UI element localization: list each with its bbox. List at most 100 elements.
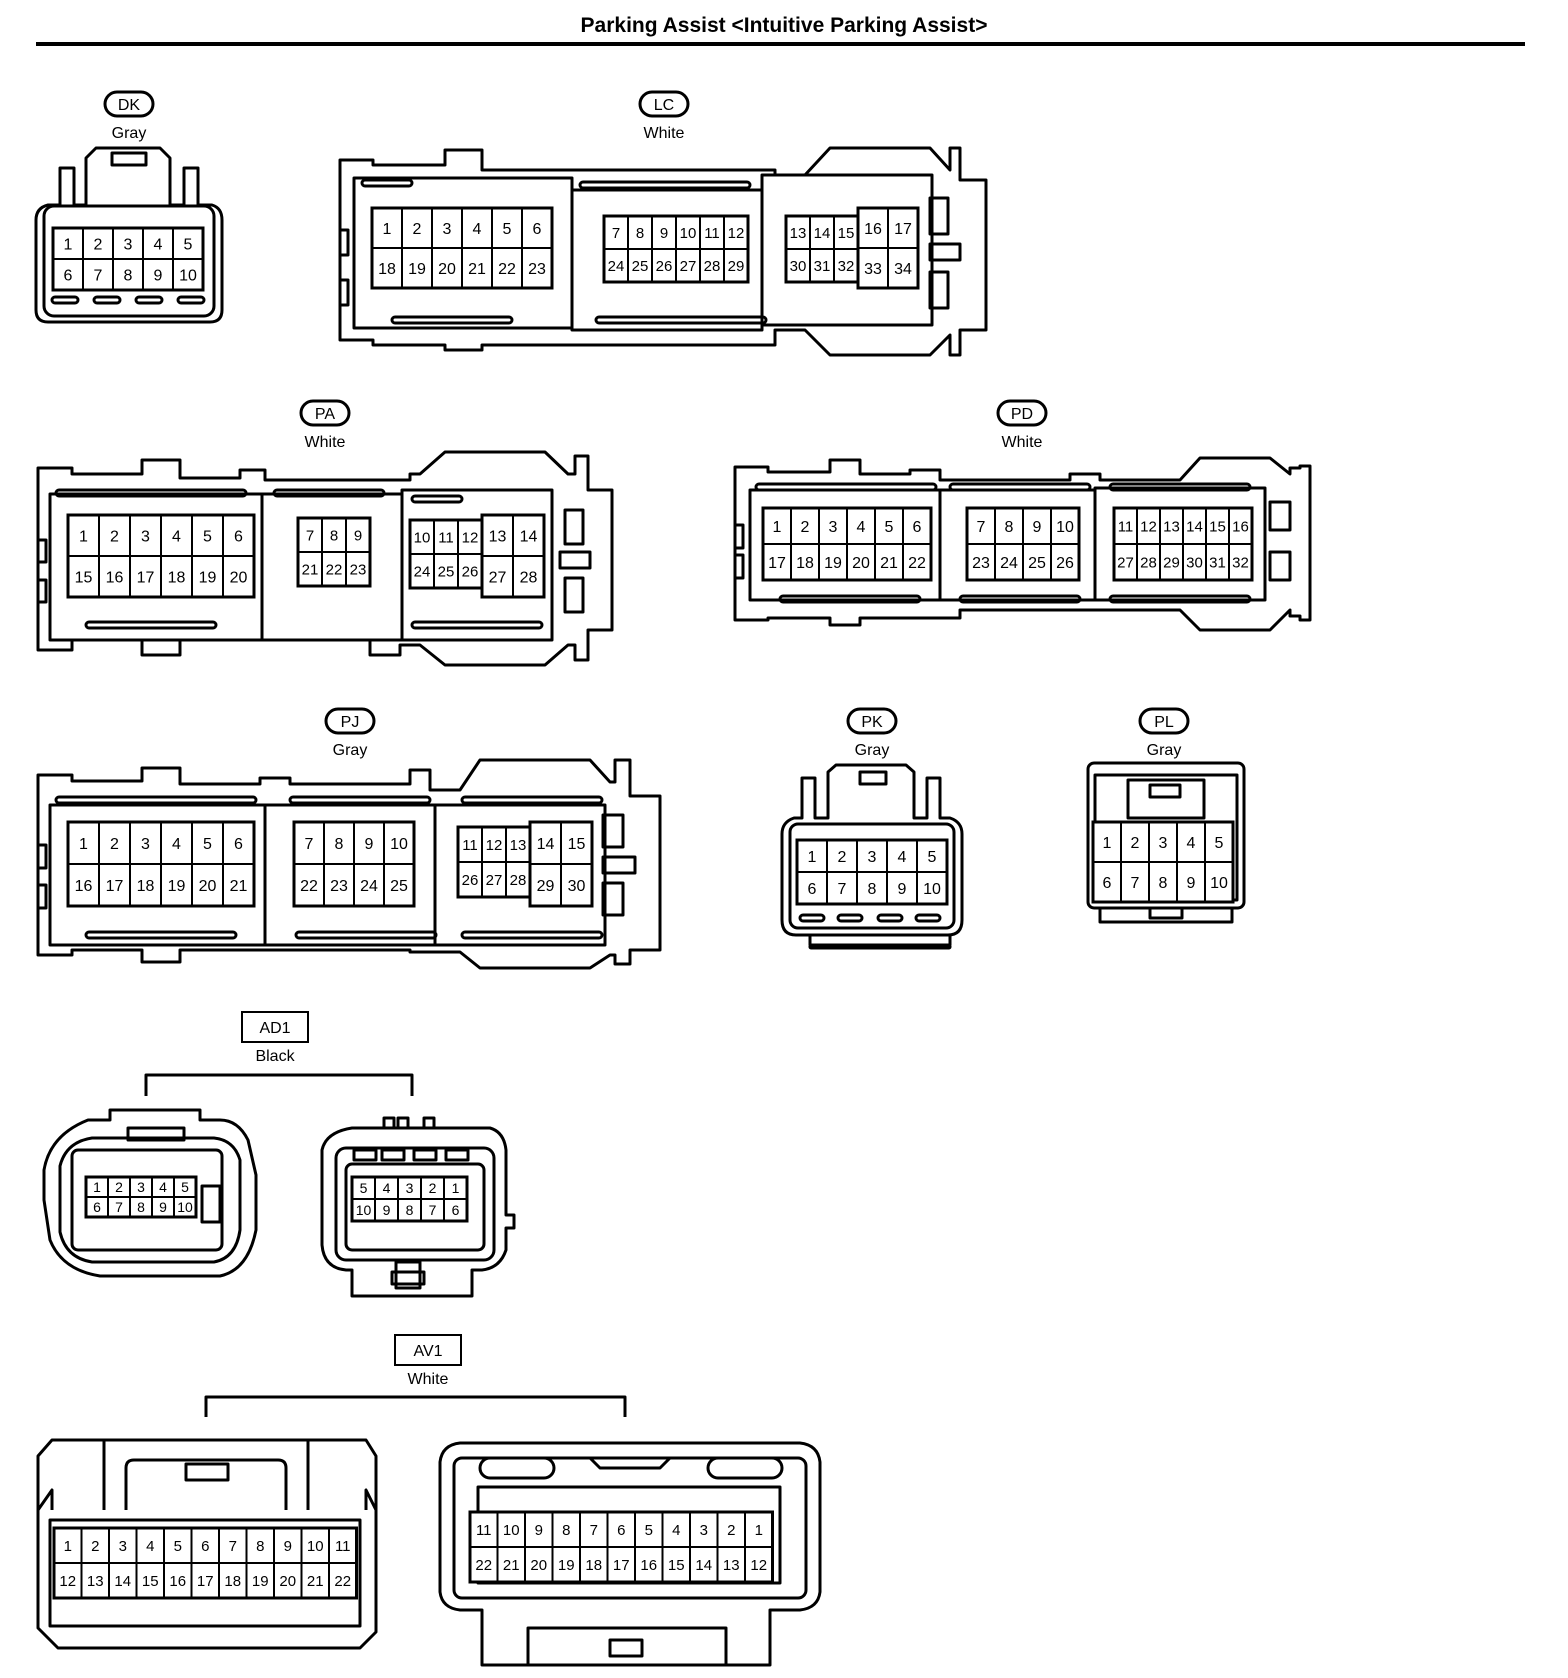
connector-color: Gray — [333, 742, 368, 759]
pin-number: 11 — [462, 837, 478, 854]
page-title: Parking Assist <Intuitive Parking Assist… — [580, 14, 988, 37]
pin-cell — [129, 863, 162, 907]
pin-number: 9 — [1033, 519, 1042, 536]
pin-number: 5 — [184, 236, 193, 253]
connector-pa-housing — [36, 450, 614, 667]
pin-number: 7 — [115, 1199, 123, 1215]
pin-number: 2 — [413, 221, 422, 238]
connector-lc-housing — [338, 146, 988, 357]
pin-block-frame — [761, 506, 933, 582]
pin-number: 16 — [75, 878, 93, 895]
pin-block-frame — [602, 214, 750, 284]
pin-number: 23 — [330, 878, 348, 895]
pin-number: 2 — [110, 528, 119, 545]
connector-code: PK — [861, 714, 883, 731]
pin-number: 4 — [159, 1179, 167, 1195]
pin-cell — [846, 543, 876, 581]
pin-number: 26 — [462, 872, 479, 889]
pin-number: 4 — [898, 849, 907, 866]
pin-number: 2 — [429, 1180, 437, 1196]
pin-cell — [112, 258, 144, 291]
pin-number: 9 — [383, 1202, 391, 1218]
pin-number: 20 — [438, 261, 456, 278]
pin-number: 1 — [79, 836, 88, 853]
pin-number: 13 — [1163, 518, 1180, 535]
pin-number: 19 — [558, 1557, 575, 1574]
pin-number: 9 — [354, 527, 362, 544]
pin-number: 5 — [203, 528, 212, 545]
pin-number: 4 — [154, 236, 163, 253]
pin-number: 12 — [59, 1573, 76, 1590]
pin-number: 13 — [723, 1557, 740, 1574]
pin-number: 8 — [406, 1202, 414, 1218]
pin-number: 5 — [503, 221, 512, 238]
pin-number: 9 — [284, 1538, 292, 1555]
pin-number: 23 — [528, 261, 546, 278]
pin-number: 27 — [680, 258, 697, 275]
pin-number: 5 — [360, 1180, 368, 1196]
pin-number: 2 — [115, 1179, 123, 1195]
pin-number: 2 — [1131, 835, 1140, 852]
pin-cell — [661, 1511, 691, 1548]
pin-cell — [661, 1546, 691, 1583]
pin-cell — [627, 248, 653, 283]
pin-number: 2 — [94, 236, 103, 253]
pin-number: 14 — [114, 1573, 131, 1590]
pin-number: 23 — [350, 561, 367, 578]
pin-number: 27 — [486, 872, 503, 889]
pin-block-frame — [795, 838, 949, 906]
pin-number: 2 — [91, 1538, 99, 1555]
pin-number: 8 — [1159, 875, 1168, 892]
pin-block-frame — [296, 516, 372, 588]
pin-number: 14 — [814, 225, 831, 242]
pin-number: 3 — [868, 849, 877, 866]
pin-number: 16 — [864, 221, 882, 238]
pin-number: 34 — [894, 261, 912, 278]
pin-number: 17 — [613, 1557, 630, 1574]
pin-number: 1 — [383, 221, 392, 238]
pin-number: 18 — [168, 569, 186, 586]
pin-number: 4 — [473, 221, 482, 238]
pin-cell — [651, 215, 677, 250]
pin-cell — [245, 1562, 275, 1599]
pin-number: 32 — [838, 258, 855, 275]
pin-number: 10 — [923, 881, 941, 898]
pin-number: 10 — [414, 529, 431, 546]
pin-number: 22 — [498, 261, 516, 278]
pin-number: 19 — [408, 261, 426, 278]
pin-number: 2 — [801, 519, 810, 536]
pin-number: 7 — [838, 881, 847, 898]
pin-cell — [818, 543, 848, 581]
pin-number: 15 — [1209, 518, 1226, 535]
pin-number: 30 — [790, 258, 807, 275]
connector-code: PA — [315, 406, 335, 423]
pin-number: 13 — [87, 1573, 104, 1590]
pin-block-frame — [370, 206, 554, 290]
pin-number: 8 — [868, 881, 877, 898]
connector-color: White — [644, 125, 685, 142]
pin-number: 4 — [172, 528, 181, 545]
pin-cell — [1120, 861, 1150, 903]
pin-number: 10 — [177, 1199, 193, 1215]
pin-cell — [222, 555, 255, 598]
pin-cell — [1050, 543, 1080, 581]
pin-number: 10 — [390, 836, 408, 853]
ad1-bracket — [144, 1073, 414, 1096]
pin-cell — [191, 555, 224, 598]
pin-number: 32 — [1232, 554, 1249, 571]
pin-number: 3 — [141, 528, 150, 545]
